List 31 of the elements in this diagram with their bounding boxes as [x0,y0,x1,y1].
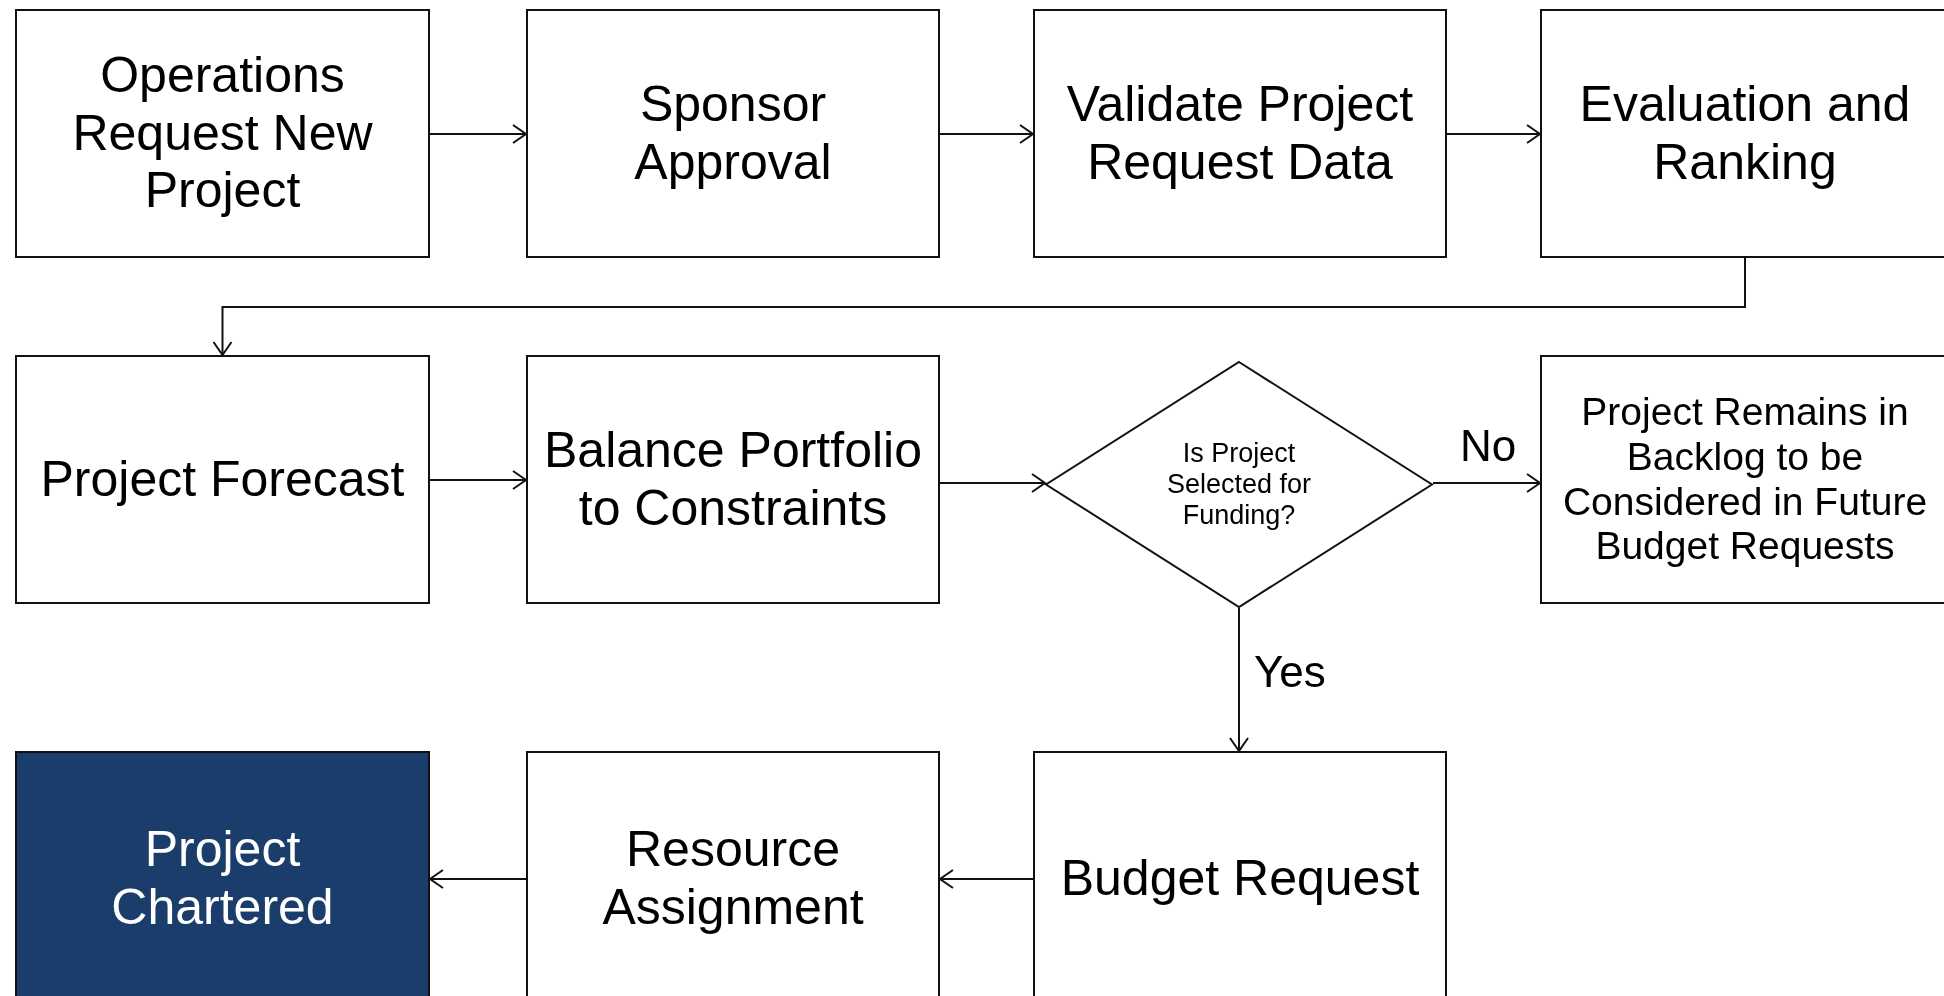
process-box [526,9,940,258]
node-text: Budget Request [1059,849,1421,908]
node-text: Project Remains in Backlog to be Considered in Future Budget Requests [1561,389,1929,570]
arrow [1229,607,1249,752]
process-box [1540,355,1944,604]
arrow [429,869,527,889]
node-text: Is Project Selected for Funding? [1165,437,1313,532]
arrow [939,124,1034,144]
arrow [429,124,527,144]
node-text: Evaluation and Ranking [1578,76,1912,191]
process-box [1540,9,1944,258]
arrow [939,869,1034,889]
arrow [1432,473,1541,493]
process-box [15,355,430,604]
end-box [15,751,430,996]
process-box [526,355,940,604]
node-text: Balance Portfolio to Constraints [543,422,923,537]
arrow [429,470,527,490]
arrow [212,257,1746,356]
node-text: Resource Assignment [601,821,865,936]
node-text: Project Forecast [39,450,406,509]
node-text: Sponsor Approval [633,76,833,191]
process-box [1033,751,1447,996]
arrow [1446,124,1541,144]
node-text: Operations Request New Project [71,47,374,220]
process-box [1033,9,1447,258]
node-text: Project Chartered [110,821,335,936]
arrow [939,473,1046,493]
process-box [15,9,430,258]
process-box [526,751,940,996]
node-text: Validate Project Request Data [1065,76,1415,191]
